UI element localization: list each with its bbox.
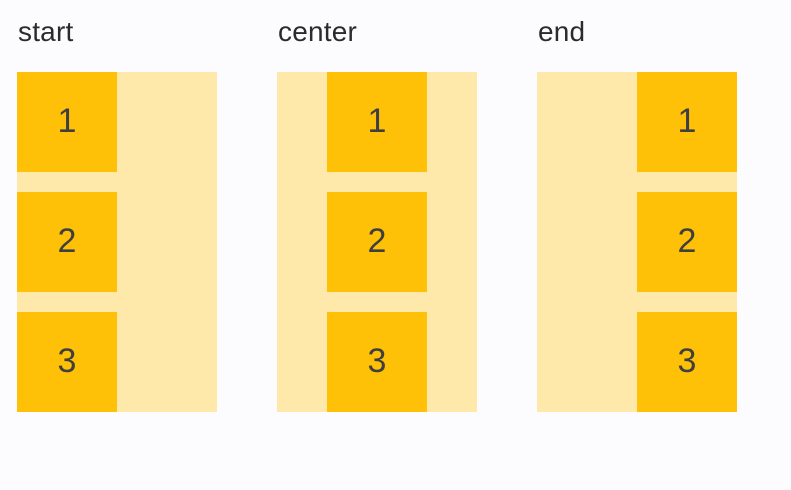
flex-item: 2 — [637, 191, 737, 292]
flex-item: 3 — [327, 311, 427, 412]
demo-column-start: start 1 2 3 — [17, 13, 217, 412]
alignment-label-end: end — [538, 16, 586, 47]
flex-container-center: 1 2 3 — [277, 71, 477, 412]
flex-item: 3 — [17, 311, 117, 412]
flex-item: 2 — [17, 191, 117, 292]
flex-item: 1 — [17, 71, 117, 172]
flex-item: 1 — [327, 71, 427, 172]
flex-item: 3 — [637, 311, 737, 412]
flex-item: 2 — [327, 191, 427, 292]
demo-column-end: end 1 2 3 — [537, 13, 737, 412]
flex-container-start: 1 2 3 — [17, 71, 217, 412]
alignment-label-start: start — [18, 16, 74, 47]
alignment-demo: start 1 2 3 center 1 2 3 end 1 2 3 — [17, 13, 737, 412]
alignment-label-center: center — [278, 16, 358, 47]
demo-column-center: center 1 2 3 — [277, 13, 477, 412]
flex-item: 1 — [637, 71, 737, 172]
flex-container-end: 1 2 3 — [537, 71, 737, 412]
